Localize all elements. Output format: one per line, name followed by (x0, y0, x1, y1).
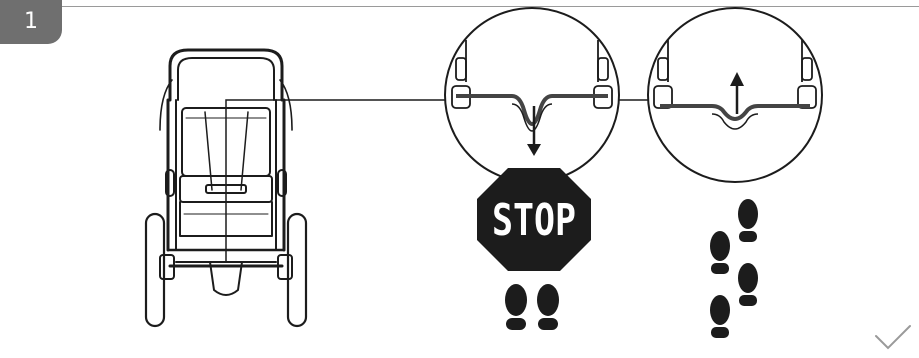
stop-sign-label: STOP (492, 195, 576, 246)
callout-line (225, 99, 446, 262)
step-number-badge: 1 (0, 0, 62, 44)
header-rule (62, 6, 919, 7)
footsteps-walking-icon (710, 199, 758, 338)
brake-pedal-push-down-icon (444, 7, 620, 183)
step-number: 1 (24, 9, 38, 34)
checkmark-icon (875, 325, 911, 350)
feet-standing-icon (505, 284, 559, 330)
brake-pedal-lift-up-icon (647, 7, 823, 183)
stop-sign: STOP (477, 168, 591, 271)
